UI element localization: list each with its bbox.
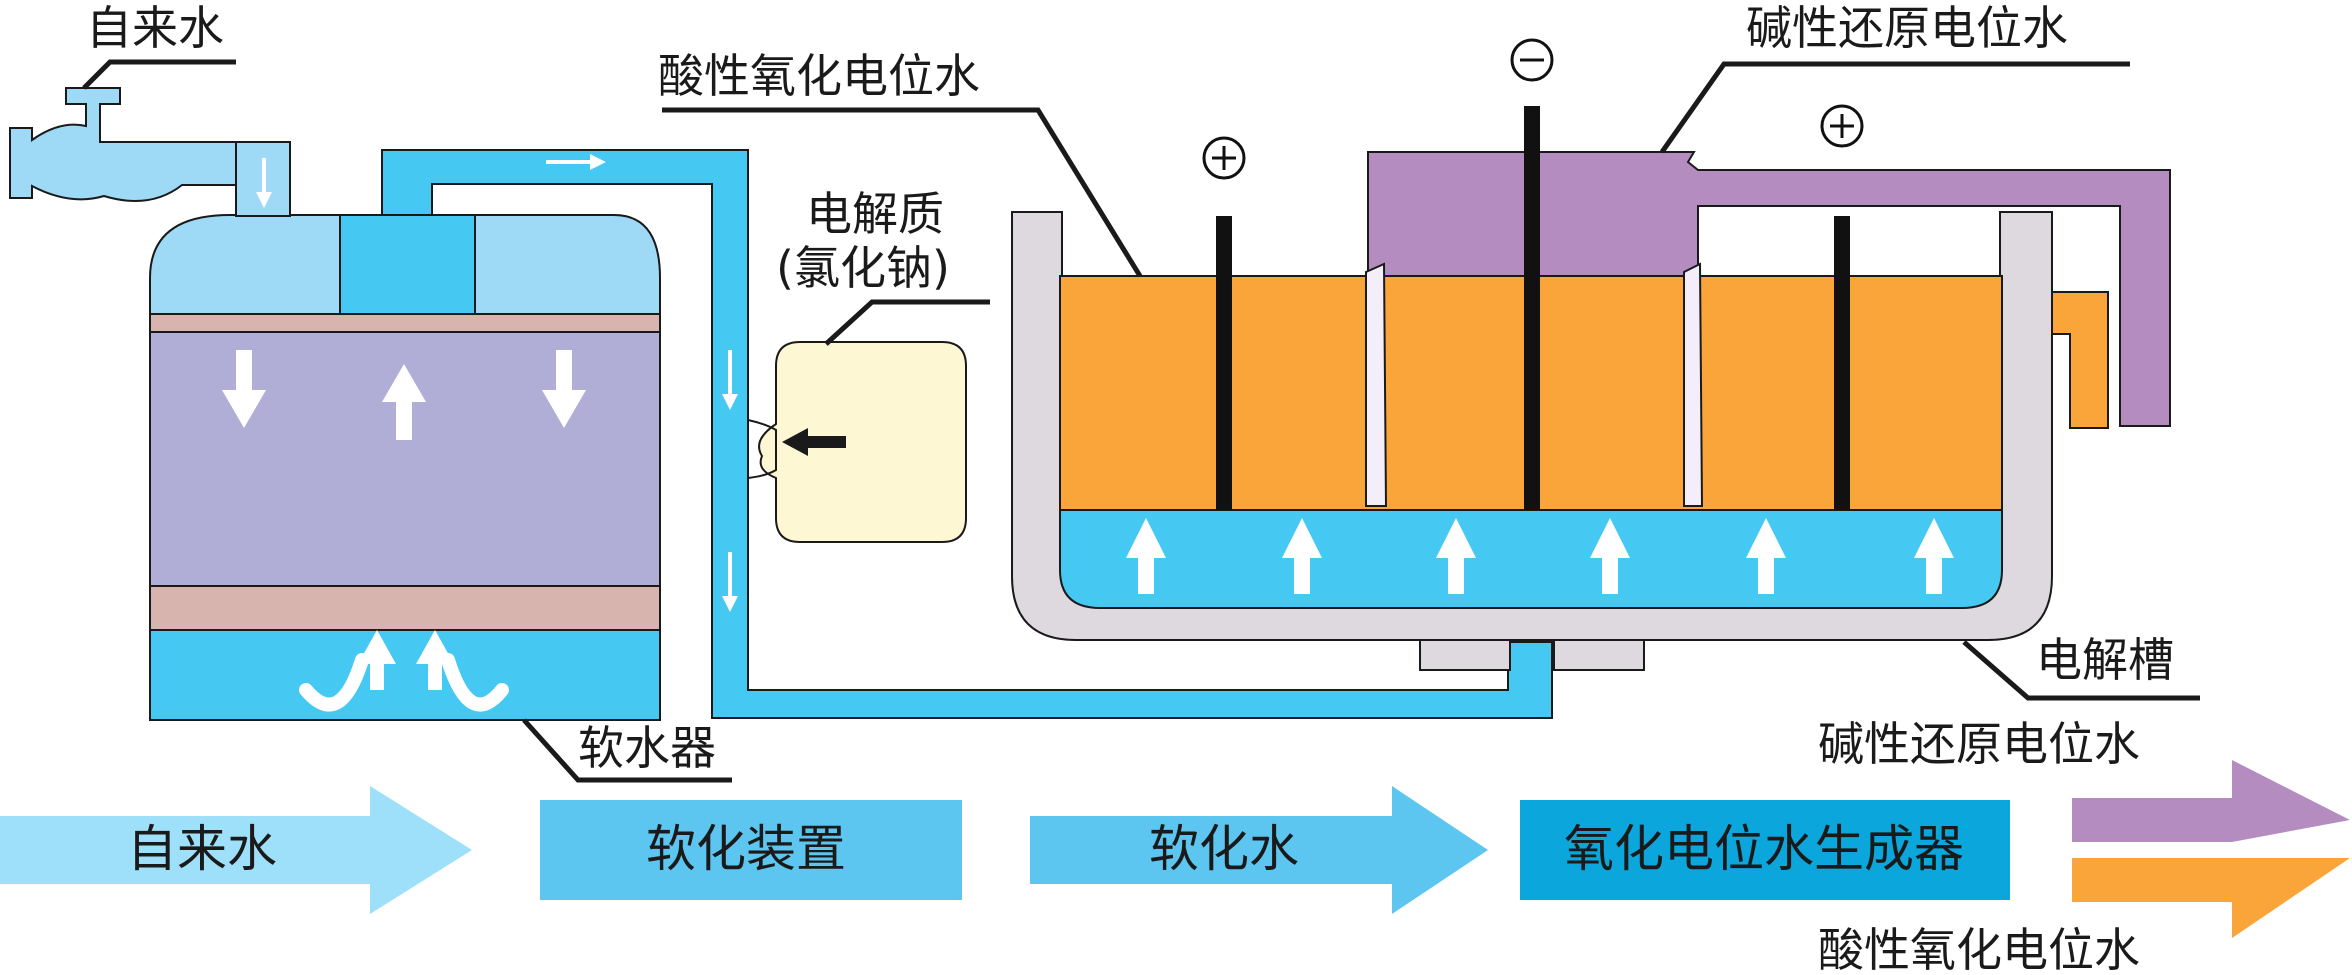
water-softener: [149, 214, 661, 721]
alkaline-water-chamber: [1367, 151, 2171, 427]
label-acidic-water-top: 酸性氧化电位水: [658, 49, 980, 103]
output-arrow-acidic: [2072, 858, 2350, 938]
up-arrow: [1914, 518, 1954, 594]
resin-up-arrow: [382, 364, 426, 440]
process-flow: 自来水 软化装置 软化水 氧化电位水生成器: [0, 760, 2350, 938]
pipe-shape: [381, 149, 1553, 719]
faucet: [9, 87, 291, 217]
flow-box-softening-device: [540, 800, 962, 900]
callout-softener: [522, 718, 732, 783]
bottom-curved-arrow-right: [441, 653, 509, 712]
label-electrolyte: 电解质: [806, 187, 944, 241]
electrolyte-container: [758, 341, 967, 543]
flow-step-tap-water: 自来水: [127, 820, 277, 878]
softener-top-divider: [339, 214, 476, 321]
bottom-up-arrow-right: [416, 630, 454, 690]
label-alkaline-water-output: 碱性还原电位水: [1818, 717, 2140, 771]
flow-step-generator: 氧化电位水生成器: [1564, 820, 1964, 878]
output-arrow-alkaline: [2072, 760, 2350, 842]
softener-upper-filter: [149, 313, 661, 333]
label-electrolyte-sub: (氯化钠): [776, 241, 950, 295]
label-alkaline-water-top: 碱性还原电位水: [1746, 1, 2068, 55]
up-arrow: [1126, 518, 1166, 594]
up-arrow: [1746, 518, 1786, 594]
callout-tap: [82, 59, 236, 90]
up-arrow: [1436, 518, 1476, 594]
cell-foot-left: [1419, 639, 1511, 671]
flow-step-softening-device: 软化装置: [646, 820, 846, 878]
flow-arrow-tap-water: [0, 786, 472, 914]
membrane-right: [1683, 262, 1704, 507]
resin-down-arrow-right: [542, 350, 586, 428]
electrolyte-nozzle: [747, 419, 777, 479]
anode-left: [1216, 216, 1232, 510]
softener-lower-filter: [149, 585, 661, 631]
label-tap-water: 自来水: [86, 1, 224, 55]
cathode-center: [1524, 106, 1540, 510]
flow-arrow-soft-water: [1030, 786, 1488, 914]
electrolyte-bag: [747, 341, 967, 543]
cell-soft-water-layer: [1059, 509, 2003, 609]
cell-up-arrows: [1126, 518, 1954, 594]
bottom-curved-arrow-left: [299, 653, 369, 712]
label-electrolytic-cell: 电解槽: [2036, 633, 2174, 687]
anode-right-plus: [1820, 104, 1864, 148]
faucet-body: [9, 87, 237, 202]
anode-left-plus: [1202, 136, 1246, 180]
electrolyte-arrow: [782, 428, 846, 456]
callout-acidic: [662, 107, 1143, 278]
softener-bottom-water: [149, 629, 661, 721]
diagram-labels: 自来水 酸性氧化电位水 碱性还原电位水 电解质 (氯化钠) 软水器 电解槽 碱性…: [86, 1, 2174, 975]
acidic-outlet-pipe: [2051, 291, 2109, 429]
label-acidic-water-output: 酸性氧化电位水: [1818, 923, 2140, 975]
flow-box-generator: [1520, 800, 2010, 900]
callout-lines: [82, 59, 2200, 783]
membrane-left: [1365, 262, 1388, 507]
cell-foot-right: [1553, 639, 1645, 671]
callout-alkaline: [1659, 61, 2130, 154]
flow-step-soft-water: 软化水: [1149, 820, 1299, 878]
resin-down-arrow-left: [222, 350, 266, 428]
callout-electrolyte: [824, 299, 990, 346]
up-arrow: [1590, 518, 1630, 594]
label-softener: 软水器: [578, 721, 716, 775]
callout-cell: [1962, 640, 2200, 701]
electrolytic-cell: [1011, 38, 2171, 671]
soft-water-pipe: [381, 149, 1553, 719]
bottom-up-arrow-left: [358, 630, 396, 690]
anode-right: [1834, 216, 1850, 510]
up-arrow: [1282, 518, 1322, 594]
cathode-minus: [1510, 38, 1554, 82]
